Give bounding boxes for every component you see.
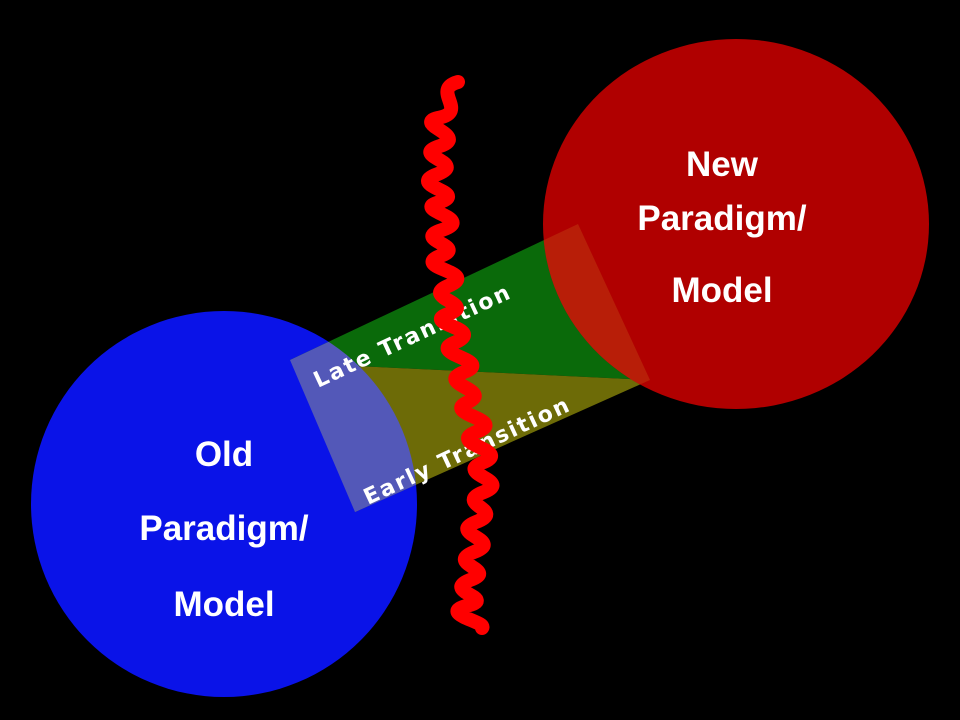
new-paradigm-label-line1: New [686,145,759,184]
new-paradigm-label-line3: Model [671,271,772,310]
old-paradigm-label-line2: Paradigm/ [139,509,308,548]
new-paradigm-label-line2: Paradigm/ [637,199,806,238]
old-paradigm-label-line1: Old [195,435,253,474]
old-paradigm-label-line3: Model [173,585,274,624]
transition-scribble [421,75,500,635]
new-paradigm-circle [543,39,929,409]
early-transition-band [355,366,650,512]
old-overlap-region [290,311,417,512]
new-overlap-region [543,224,650,409]
